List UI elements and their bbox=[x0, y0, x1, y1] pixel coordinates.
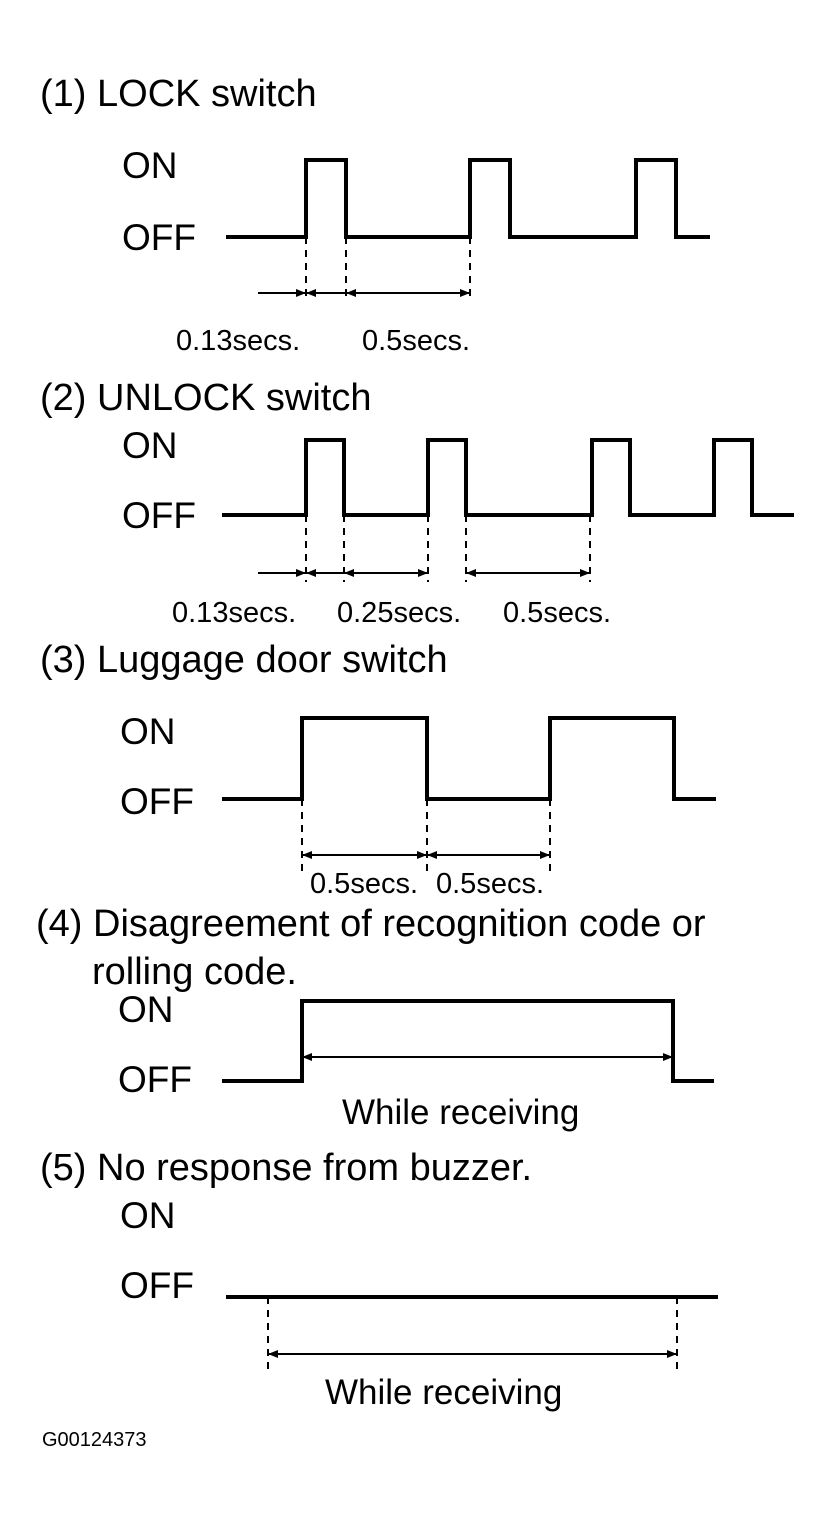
section-title: (2) UNLOCK switch bbox=[40, 377, 372, 419]
off-label: OFF bbox=[122, 217, 196, 258]
section-unlock-switch: (2) UNLOCK switch ON OFF 0.13secs. 0.25s… bbox=[40, 377, 794, 629]
code-disagreement-signal-waveform bbox=[222, 999, 714, 1083]
on-label: ON bbox=[122, 425, 178, 466]
section-code-disagreement: (4) Disagreement of recognition code or … bbox=[36, 903, 714, 1132]
span-label: While receiving bbox=[325, 1373, 562, 1412]
unlock-signal-waveform bbox=[222, 438, 794, 517]
span-label: While receiving bbox=[342, 1093, 579, 1132]
figure-code: G00124373 bbox=[42, 1429, 147, 1451]
section-luggage-door-switch: (3) Luggage door switch ON OFF 0.5secs. … bbox=[40, 639, 716, 900]
section-title-line: (4) Disagreement of recognition code or bbox=[36, 903, 706, 945]
on-label: ON bbox=[120, 711, 176, 752]
lock-signal-waveform bbox=[226, 158, 710, 239]
section-title-line: rolling code. bbox=[92, 951, 297, 993]
luggage-door-signal-waveform bbox=[222, 716, 716, 801]
on-label: ON bbox=[120, 1195, 176, 1236]
off-label: OFF bbox=[122, 495, 196, 536]
section-title: (3) Luggage door switch bbox=[40, 639, 448, 681]
off-label: OFF bbox=[118, 1059, 192, 1100]
section-lock-switch: (1) LOCK switch ON OFF 0.13secs. 0.5secs… bbox=[40, 73, 710, 357]
duration-label: 0.5secs. bbox=[310, 868, 418, 900]
duration-label: 0.13secs. bbox=[176, 325, 300, 357]
duration-label: 0.5secs. bbox=[362, 325, 470, 357]
section-title: (5) No response from buzzer. bbox=[40, 1147, 532, 1189]
duration-label: 0.5secs. bbox=[503, 597, 611, 629]
off-label: OFF bbox=[120, 781, 194, 822]
duration-label: 0.13secs. bbox=[172, 597, 296, 629]
off-label: OFF bbox=[120, 1265, 194, 1306]
section-no-buzzer-response: (5) No response from buzzer. ON OFF Whil… bbox=[40, 1147, 718, 1412]
duration-label: 0.25secs. bbox=[337, 597, 461, 629]
section-title: (1) LOCK switch bbox=[40, 73, 317, 115]
on-label: ON bbox=[122, 145, 178, 186]
duration-label: 0.5secs. bbox=[436, 868, 544, 900]
on-label: ON bbox=[118, 989, 174, 1030]
